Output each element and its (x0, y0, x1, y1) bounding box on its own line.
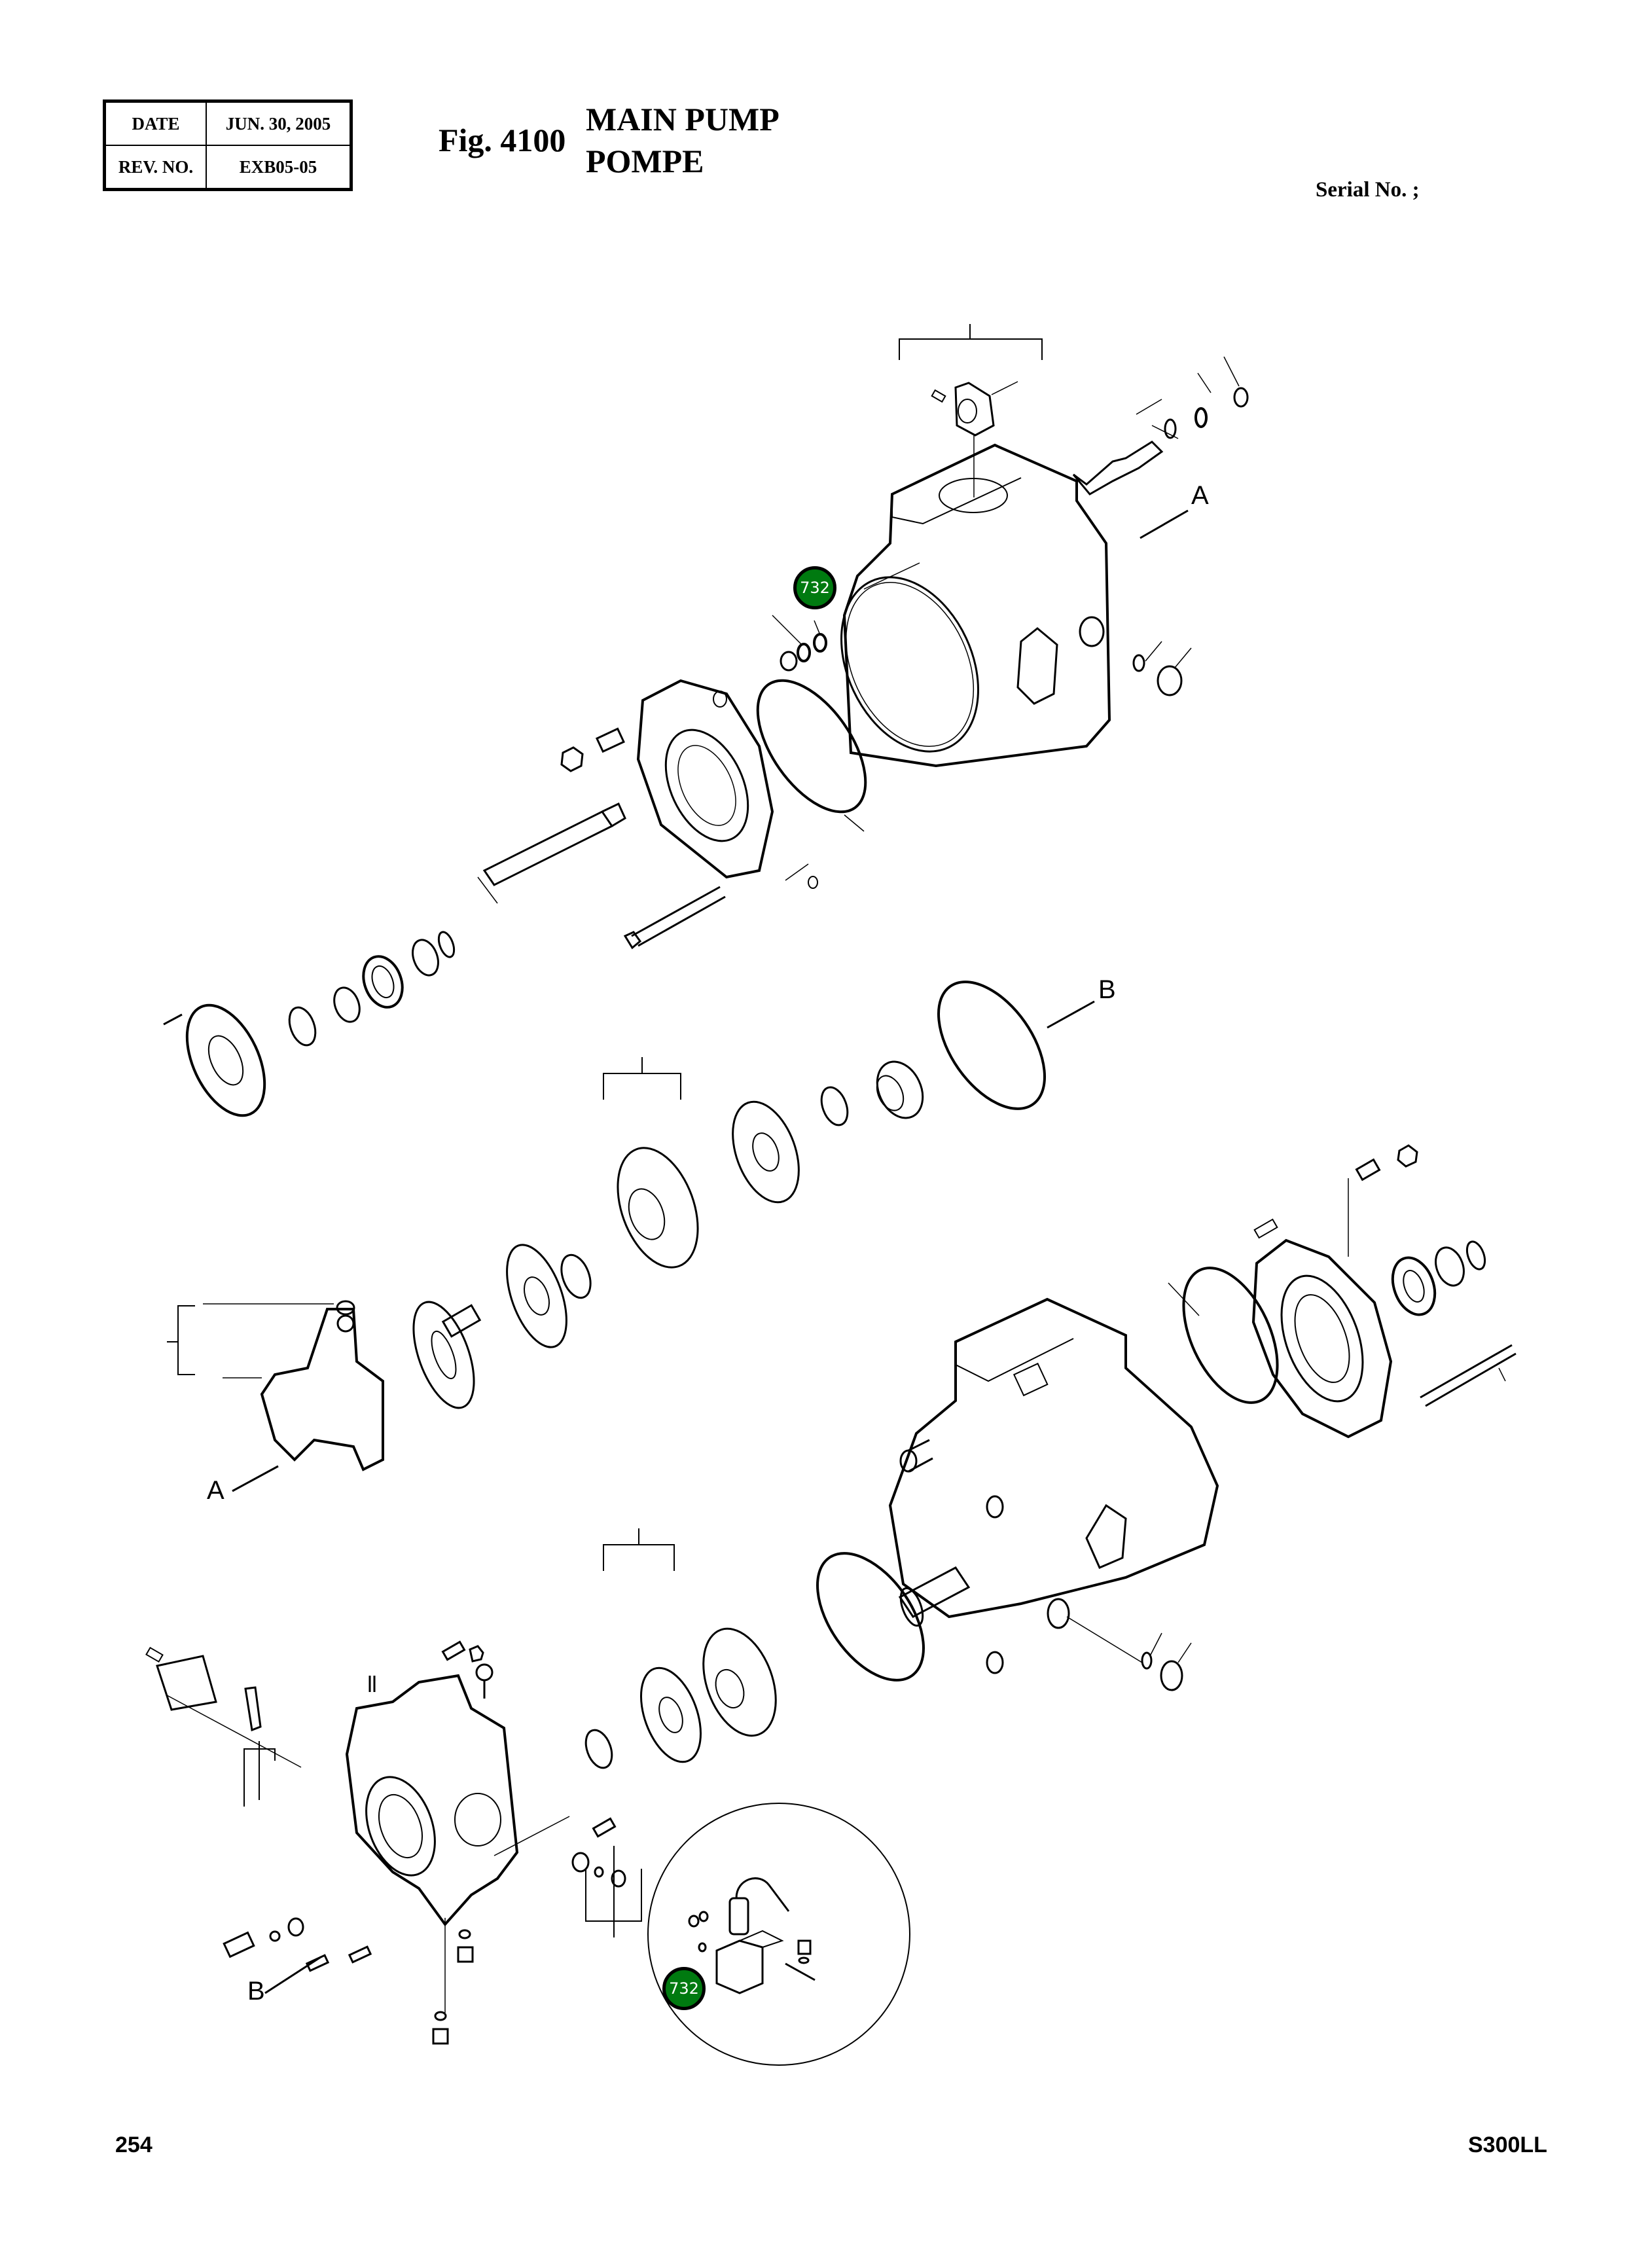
figure-title: MAIN PUMP POMPE (586, 98, 780, 182)
date-label: DATE (103, 100, 207, 146)
rev-value: EXB05-05 (206, 145, 352, 190)
serial-number-label: Serial No. ; (1316, 178, 1420, 202)
lower-housing-group (888, 1144, 1517, 1691)
upper-housing-group (756, 324, 1249, 832)
figure-number: Fig. 4100 (439, 122, 566, 158)
rev-label: REV. NO. (103, 145, 207, 190)
middle-group (167, 981, 1095, 1492)
date-value: JUN. 30, 2005 (206, 100, 352, 146)
title-french: POMPE (586, 143, 704, 179)
shaft-flange-group (163, 679, 818, 1117)
callout-badge-732-upper[interactable]: 732 (793, 566, 836, 609)
reference-letter-b-lower: B (247, 1977, 265, 2006)
reference-letter-a-upper: A (1191, 481, 1209, 510)
title-english: MAIN PUMP (586, 101, 780, 137)
page-number: 254 (115, 2133, 153, 2157)
reference-letter-b-upper: B (1098, 975, 1116, 1004)
reference-letter-a-lower: A (207, 1476, 224, 1505)
model-name: S300LL (1468, 2133, 1547, 2157)
callout-badge-732-lower[interactable]: 732 (662, 1967, 706, 2010)
revision-table: DATE JUN. 30, 2005 REV. NO. EXB05-05 (103, 99, 353, 191)
rear-cover-group (145, 1528, 925, 2066)
